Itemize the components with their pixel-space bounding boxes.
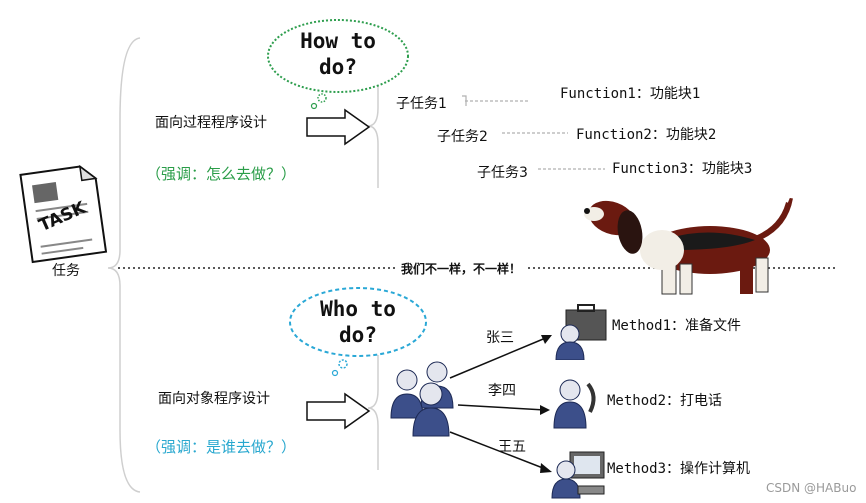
method-3: Method3：操作计算机 [607,461,751,477]
person-wangwu: 王五 [498,439,526,455]
computer-person-icon [551,451,605,499]
object-oriented-programming-label: 面向对象程序设计 [158,391,270,407]
subtask-3: 子任务3 [477,165,528,181]
function-3: Function3：功能块3 [612,161,753,177]
method-2: Method2：打电话 [607,393,723,409]
subtask-1: 子任务1 [396,96,447,112]
function-1: Function1：功能块1 [560,86,701,102]
function-2: Function2：功能块2 [576,127,717,143]
task-document-icon [19,164,108,264]
task-label: 任务 [52,263,80,279]
method-1: Method1：准备文件 [612,318,742,334]
watermark: CSDN @HABuo [766,481,857,495]
person-zhangsan: 张三 [486,330,514,346]
who-to-do-cloud [289,287,427,377]
right-arrow-icon [306,392,371,430]
subtask-2: 子任务2 [437,129,488,145]
people-group-icon [390,361,454,437]
phone-person-icon [553,379,596,429]
person-lisi: 李四 [488,383,516,399]
briefcase-person-icon [555,304,607,360]
procedural-emphasis: （强调：怎么去做？） [146,165,297,183]
dog-illustration [584,188,794,295]
object-oriented-emphasis: （强调：是谁去做？） [146,438,297,456]
procedural-programming-label: 面向过程程序设计 [155,115,267,131]
right-arrow-icon [306,108,371,146]
how-to-do-cloud [267,19,409,110]
divider-text: 我们不一样，不一样！ [397,260,526,277]
